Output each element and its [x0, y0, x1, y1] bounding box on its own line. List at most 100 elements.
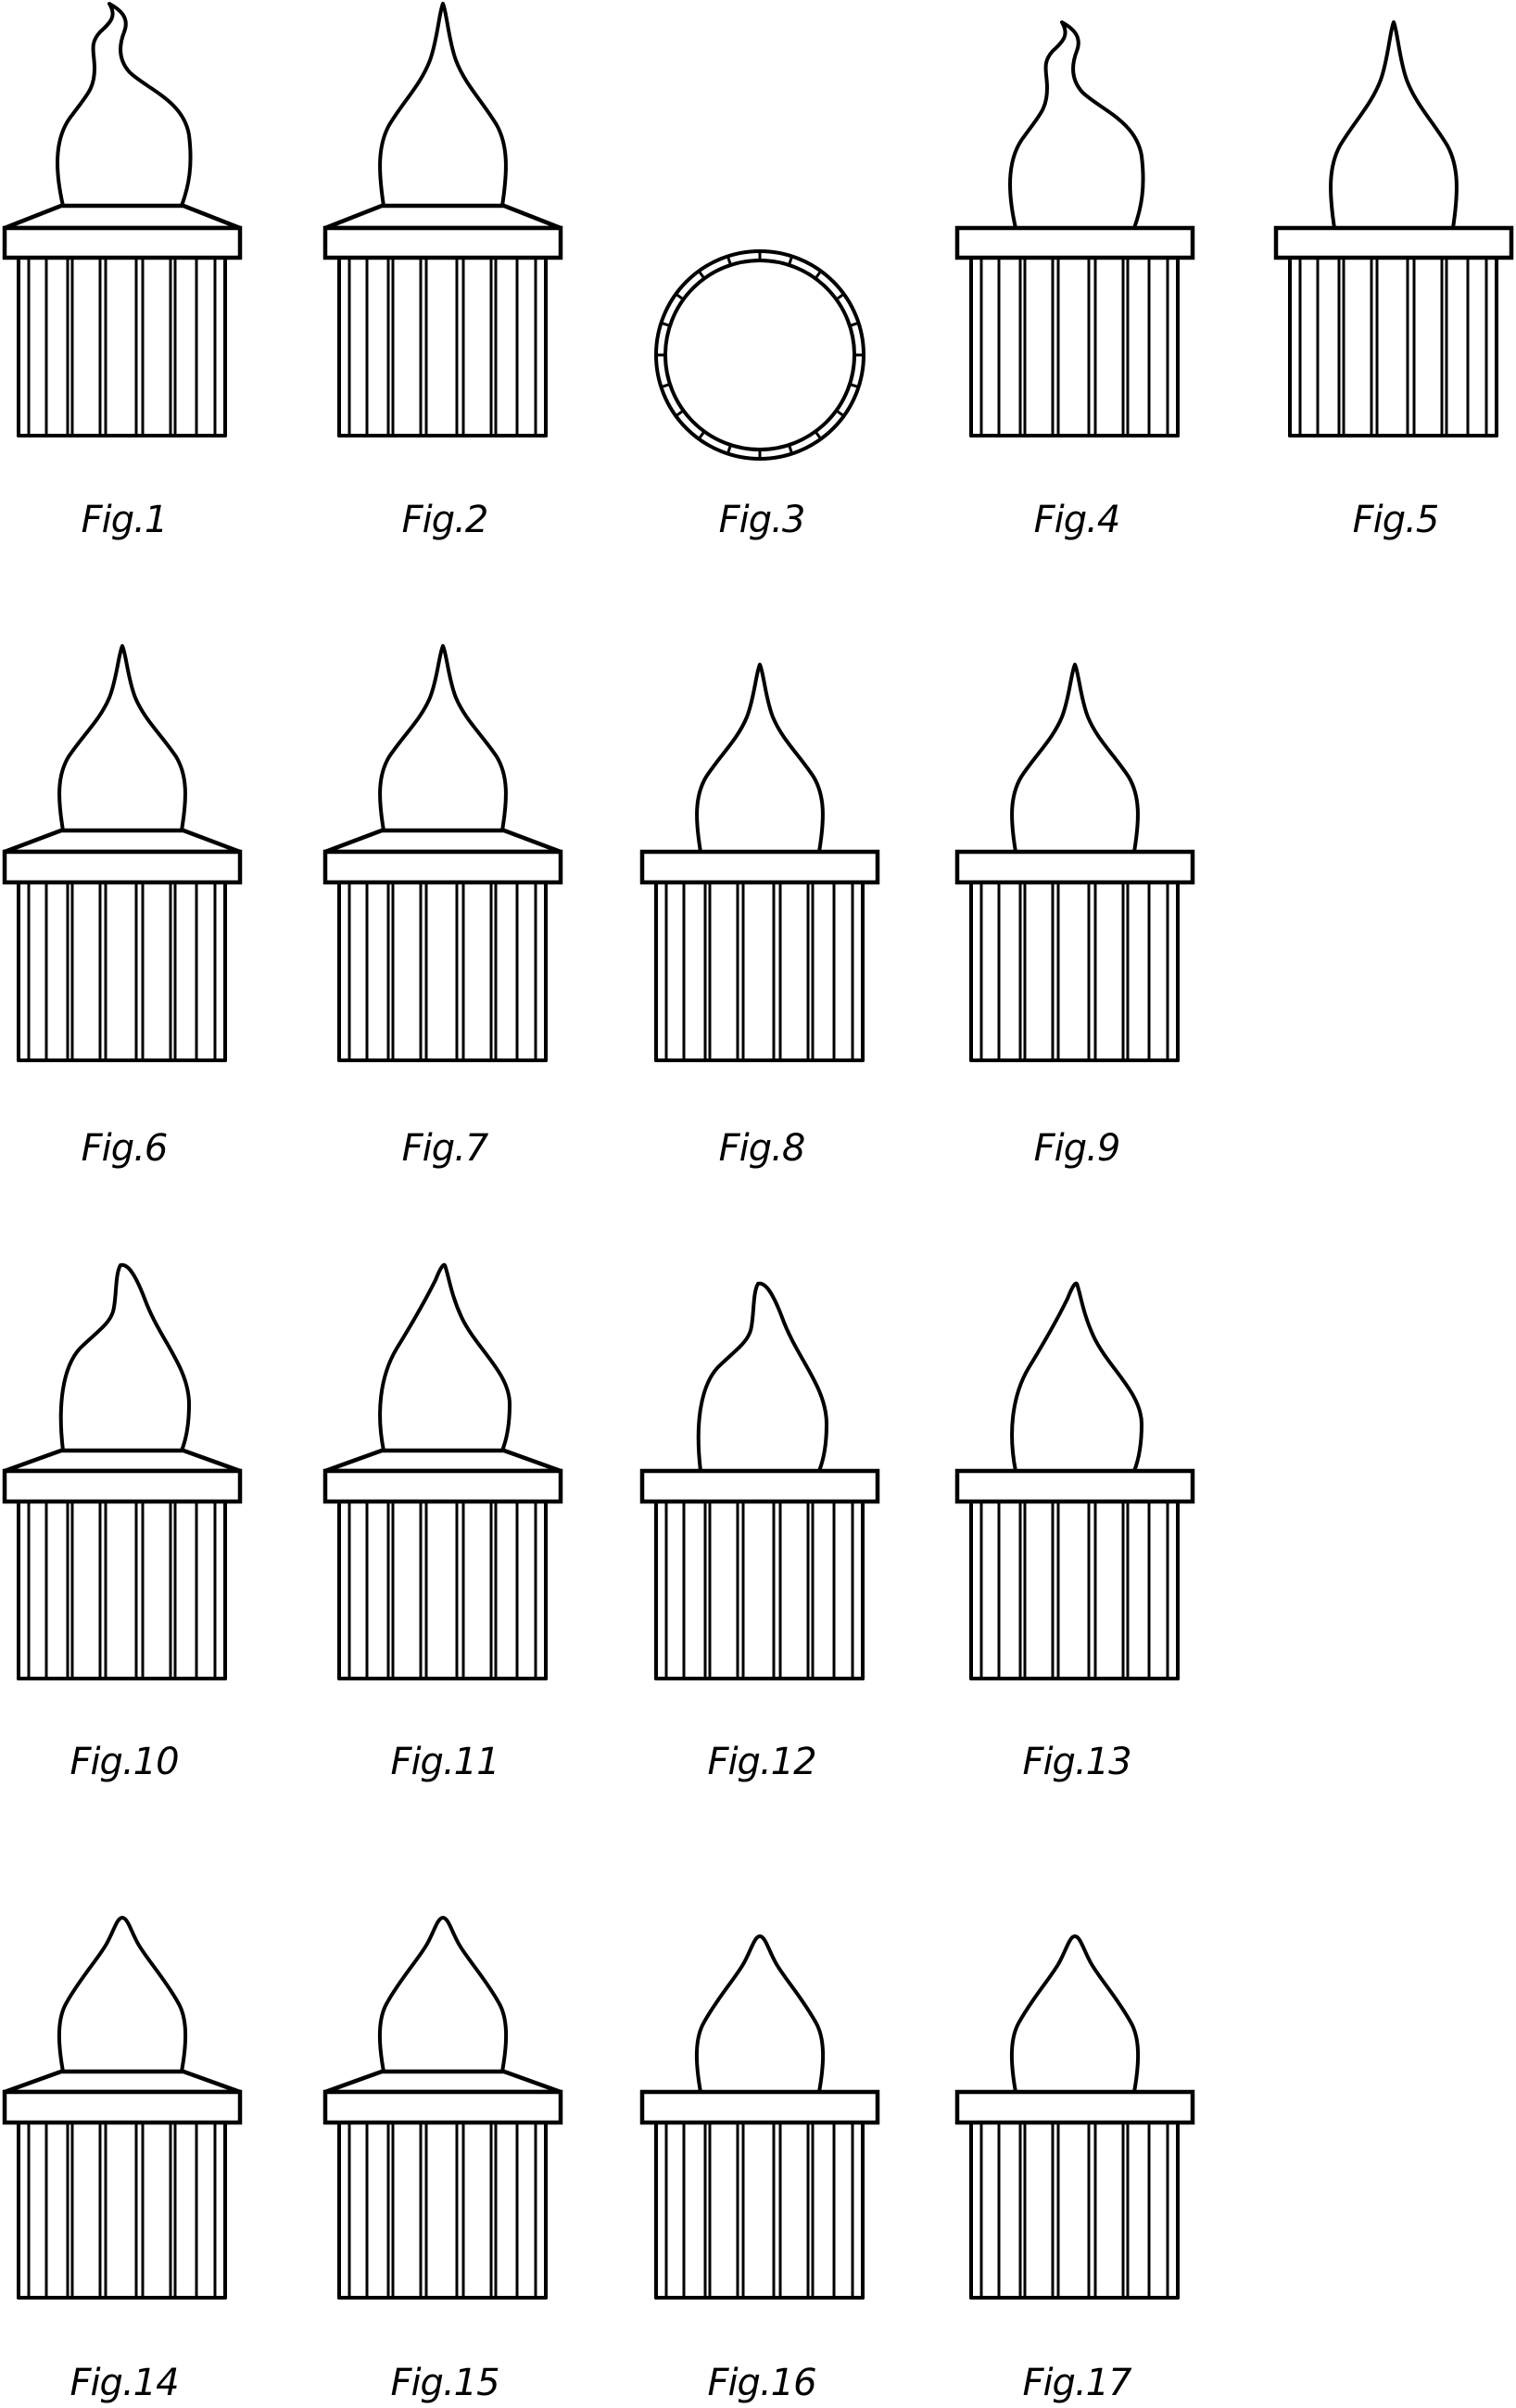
bristle-bundle: [337, 256, 548, 437]
figure-9: Fig.9: [954, 663, 1195, 1170]
tapered-collar: [324, 1448, 562, 1474]
ring-end-view: [654, 249, 865, 461]
ferrule-band: [954, 225, 1195, 260]
ferrule-band: [322, 2089, 563, 2125]
ferrule-band: [2, 2089, 243, 2125]
ring-segment-divider: [675, 292, 685, 301]
figure-label: Fig.17: [1022, 2362, 1132, 2404]
figure-label: Fig.10: [69, 1741, 178, 1783]
bristle-bundle: [337, 1500, 548, 1680]
bristle-bundle: [654, 2121, 865, 2300]
bristle-bundle: [17, 881, 227, 1062]
figure-3: Fig.3: [654, 249, 865, 541]
flame-tuft-outline: [57, 644, 187, 832]
bristle-bundle: [17, 1500, 227, 1680]
bristle-bundle: [654, 1500, 865, 1680]
ferrule-band: [954, 849, 1195, 885]
flame-tuft-outline: [57, 1916, 188, 2073]
flame-tuft-outline: [696, 1281, 828, 1473]
ring-segment-divider: [849, 321, 859, 327]
ferrule-band: [322, 1468, 563, 1504]
flame-tuft-outline: [56, 2, 193, 208]
ferrule-band: [2, 1468, 243, 1504]
bristle-bundle: [969, 256, 1180, 437]
figure-7: Fig.7: [322, 644, 563, 1170]
figure-label: Fig.12: [707, 1741, 815, 1783]
bristle-bundle: [17, 256, 227, 437]
figure-13: Fig.13: [954, 1281, 1195, 1783]
bristle-bundle: [17, 2121, 227, 2300]
figure-label: Fig.1: [82, 499, 168, 541]
ring-segment-divider: [661, 383, 671, 389]
ring-segment-divider: [697, 270, 706, 280]
figure-label: Fig.3: [719, 499, 805, 541]
ring-segment-divider: [835, 409, 845, 418]
tapered-collar: [4, 1448, 241, 1474]
flame-tuft-outline: [1010, 663, 1140, 854]
bristle-bundle: [654, 881, 865, 1062]
ring-segment-divider: [726, 444, 732, 454]
figure-6: Fig.6: [2, 644, 243, 1170]
figure-1: Fig.1: [2, 2, 243, 541]
ferrule-band: [639, 1468, 880, 1504]
flame-tuft-outline: [694, 1934, 826, 2094]
figure-4: Fig.4: [954, 20, 1195, 541]
figure-14: Fig.14: [2, 1916, 243, 2404]
figure-16: Fig.16: [639, 1934, 880, 2404]
flame-tuft-outline: [1010, 1281, 1143, 1473]
flame-tuft-outline: [1008, 20, 1145, 230]
ferrule-band: [954, 1468, 1195, 1504]
ring-segment-divider: [726, 256, 732, 266]
ring-segment-divider: [697, 430, 706, 440]
ferrule-band: [639, 2089, 880, 2125]
ferrule-band: [639, 849, 880, 885]
bristle-bundle: [337, 2121, 548, 2300]
figure-label: Fig.14: [69, 2362, 178, 2404]
figure-label: Fig.8: [719, 1127, 805, 1170]
ring-segment-divider: [788, 444, 794, 454]
figure-12: Fig.12: [639, 1281, 880, 1783]
figure-10: Fig.10: [2, 1262, 243, 1783]
figure-label: Fig.11: [390, 1741, 499, 1783]
figure-label: Fig.4: [1034, 499, 1120, 541]
flame-tuft-outline: [1329, 20, 1459, 230]
ring-segment-divider: [675, 409, 685, 418]
figure-17: Fig.17: [954, 1934, 1195, 2404]
figure-2: Fig.2: [322, 2, 563, 541]
flame-tuft-outline: [58, 1262, 191, 1452]
bristle-bundle: [337, 881, 548, 1062]
figure-label: Fig.16: [707, 2362, 815, 2404]
figure-15: Fig.15: [322, 1916, 563, 2404]
tapered-collar: [4, 203, 241, 231]
flame-tuft-outline: [1009, 1934, 1141, 2094]
figure-label: Fig.7: [402, 1127, 489, 1170]
figure-label: Fig.9: [1034, 1127, 1120, 1170]
figure-8: Fig.8: [639, 663, 880, 1170]
ferrule-band: [954, 2089, 1195, 2125]
ring-segment-divider: [849, 383, 859, 389]
ferrule-band: [2, 225, 243, 260]
figure-11: Fig.11: [322, 1262, 563, 1783]
flame-tuft-outline: [378, 2, 508, 208]
tapered-collar: [324, 203, 562, 231]
flame-tuft-outline: [695, 663, 825, 854]
figure-label: Fig.15: [390, 2362, 499, 2404]
figure-label: Fig.13: [1022, 1741, 1131, 1783]
ring-segment-divider: [814, 430, 823, 440]
flame-tuft-outline: [377, 1916, 509, 2073]
ring-segment-divider: [814, 270, 823, 280]
figure-label: Fig.6: [82, 1127, 168, 1170]
ferrule-band: [2, 849, 243, 885]
figure-label: Fig.2: [402, 499, 488, 541]
ring-segment-divider: [835, 292, 845, 301]
ring-segment-divider: [661, 321, 671, 327]
tapered-collar: [324, 828, 562, 855]
bristle-bundle: [969, 881, 1180, 1062]
ferrule-band: [1273, 225, 1514, 260]
tapered-collar: [324, 2069, 562, 2095]
tapered-collar: [4, 828, 241, 855]
ferrule-band: [322, 225, 563, 260]
ring-segment-divider: [788, 256, 794, 266]
ferrule-band: [322, 849, 563, 885]
tapered-collar: [4, 2069, 241, 2095]
